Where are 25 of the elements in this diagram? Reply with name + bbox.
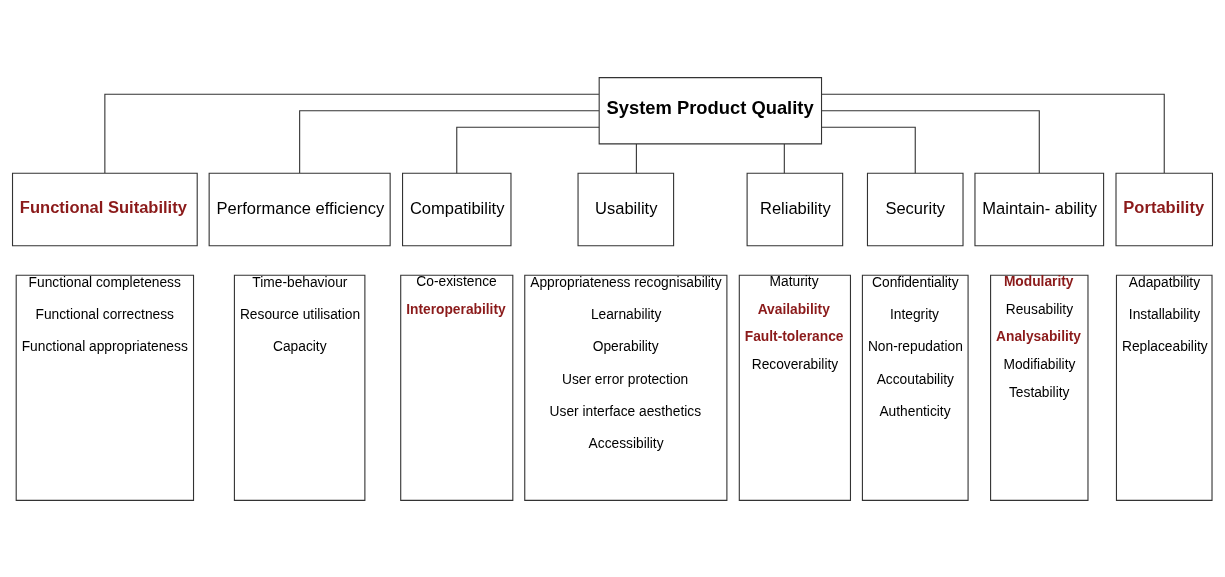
- node-box: Confidentiality Integrity Non-repudation Accoutability Authenticity: [861, 274, 969, 501]
- node-box: System Product Quality: [598, 76, 823, 144]
- node-box: Modularity Reusability Analysability Modifiability Testability: [990, 274, 1089, 501]
- node-box: Portability: [1115, 172, 1214, 246]
- node-box: Functional completeness Functional correctness Functional appropriateness: [15, 274, 195, 501]
- node-box: Performance efficiency: [208, 172, 391, 246]
- node-box: Functional Suitability: [11, 172, 198, 246]
- node-box: Security: [866, 172, 964, 246]
- node-box: Reliability: [746, 172, 844, 246]
- node-box: Maintain- ability: [974, 172, 1105, 246]
- connector: [821, 93, 1165, 174]
- node-box: Maturity Availability Fault-tolerance Recoverability: [738, 274, 851, 501]
- node-box: Adapatbility Installability Replaceability: [1115, 274, 1213, 501]
- connector: [635, 142, 637, 174]
- connector: [821, 126, 916, 174]
- node-box: Appropriateness recognisability Learnability Operability User error protection User interface aesthetics Accessibility: [524, 274, 728, 501]
- connector: [104, 93, 600, 174]
- connector: [299, 109, 600, 174]
- connector: [456, 126, 600, 174]
- node-box: Usability: [577, 172, 675, 246]
- connector: [821, 109, 1040, 174]
- node-box: Co-existence Interoperability: [400, 274, 514, 501]
- node-box: Time-behaviour Resource utilisation Capacity: [233, 274, 366, 501]
- node-box: Compatibility: [402, 172, 512, 246]
- connector: [783, 142, 785, 174]
